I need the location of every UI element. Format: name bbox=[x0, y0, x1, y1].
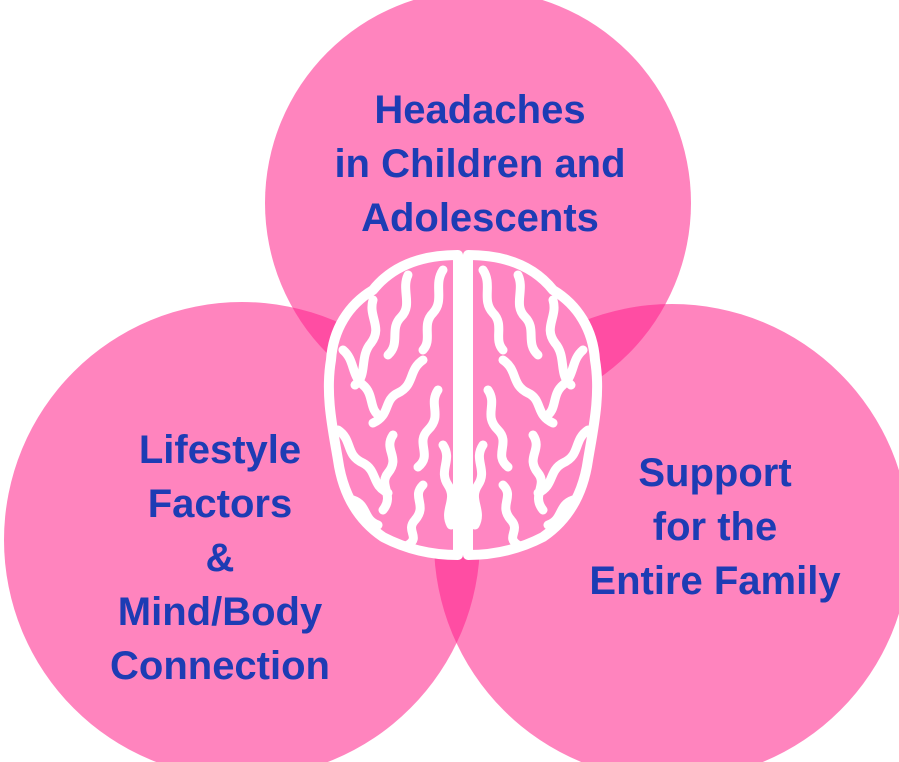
circle-right-line-2: for the bbox=[652, 505, 778, 549]
circle-left-line-1: Lifestyle bbox=[138, 428, 302, 472]
circle-top-line-2: in Children and bbox=[334, 142, 626, 186]
circle-top-line-1: Headaches bbox=[374, 88, 586, 132]
circle-right-line-1: Support bbox=[638, 451, 792, 495]
circle-top-line-3: Adolescents bbox=[361, 196, 599, 240]
circle-left-line-2: Factors bbox=[147, 482, 293, 526]
brain-icon bbox=[323, 250, 603, 560]
circle-left-line-5: Connection bbox=[110, 644, 330, 688]
circle-left-line-4: Mind/Body bbox=[117, 590, 323, 634]
circle-top-label: Headaches in Children and Adolescents bbox=[300, 83, 660, 245]
circle-right-line-3: Entire Family bbox=[589, 559, 841, 603]
circle-left-line-3: & bbox=[205, 536, 235, 580]
circle-right-label: Support for the Entire Family bbox=[560, 446, 870, 608]
circle-left-label: Lifestyle Factors & Mind/Body Connection bbox=[60, 423, 380, 693]
